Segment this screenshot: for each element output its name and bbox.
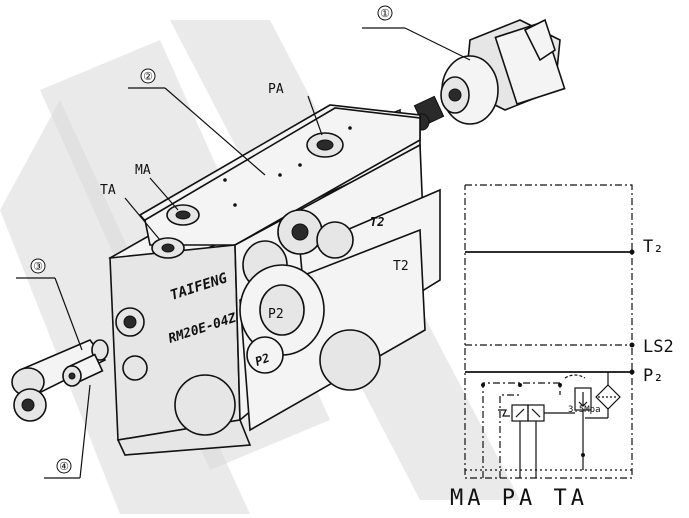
schematic-label-p2: P₂ <box>643 366 663 386</box>
callout-3: ③ <box>16 258 83 351</box>
schematic-label-t2: T₂ <box>643 237 663 257</box>
schematic-pressure-label: 3.5Mpa <box>568 405 601 415</box>
hydraulic-schematic: 3.5Mpa <box>464 184 635 479</box>
port-label-t2-side: T2 <box>393 259 409 274</box>
callout-2-label: ② <box>143 70 153 83</box>
solenoid-coil <box>413 18 566 131</box>
schematic-label-ls2: LS2 <box>643 337 674 357</box>
valve-block <box>108 104 441 456</box>
callout-4-label: ④ <box>59 460 69 473</box>
callout-2: ② <box>128 68 266 176</box>
port-label-ma: MA <box>135 163 151 178</box>
callout-1: ① <box>362 5 471 61</box>
port-label-p2-body: P2 <box>268 307 284 322</box>
callout-1-label: ① <box>380 7 390 20</box>
port-label-p2-bottom: P2 <box>253 351 271 369</box>
port-label-ta: TA <box>100 183 116 198</box>
callout-4: ④ <box>44 384 91 479</box>
port-label-pa: PA <box>268 82 284 97</box>
callout-3-label: ③ <box>33 260 43 273</box>
fitting-3 <box>11 339 109 422</box>
fitting-4 <box>62 353 104 387</box>
schematic-bottom-labels: MA PA TA <box>450 486 588 511</box>
port-label-t2-body: T2 <box>370 215 384 229</box>
